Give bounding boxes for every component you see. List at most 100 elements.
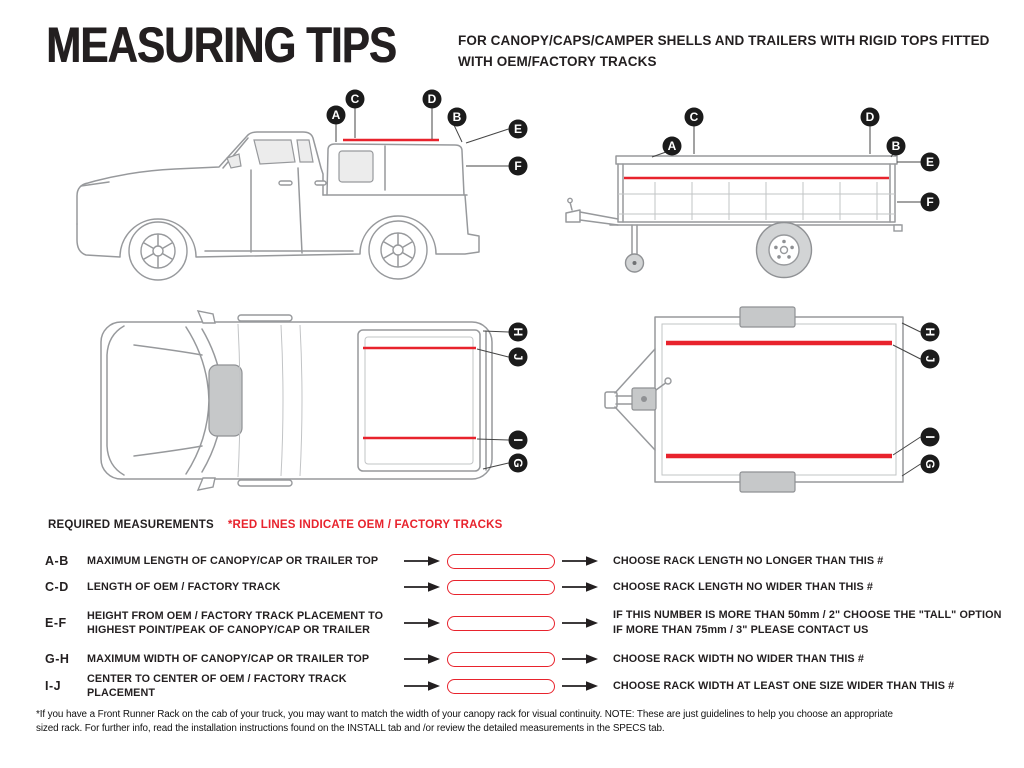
marker-f: F [897, 192, 940, 212]
svg-text:H: H [511, 328, 525, 337]
measurement-row-ij: I-J CENTER TO CENTER OF OEM / FACTORY TR… [45, 672, 1010, 700]
measurements-heading-row: REQUIRED MEASUREMENTS *RED LINES INDICAT… [48, 519, 503, 531]
measurement-description: CENTER TO CENTER OF OEM / FACTORY TRACK … [87, 673, 347, 700]
footnote: *If you have a Front Runner Rack on the … [36, 709, 893, 734]
measurements-heading: REQUIRED MEASUREMENTS [48, 519, 214, 531]
marker-h: H [482, 322, 528, 342]
trailer-side-view-illustration: C A D B E F [565, 107, 940, 279]
marker-c: C [684, 107, 704, 154]
marker-a: A [326, 105, 346, 142]
marker-d: D [422, 89, 442, 139]
svg-text:F: F [926, 195, 933, 209]
measurement-guidance: IF THIS NUMBER IS MORE THAN 50mm / 2" CH… [613, 609, 1002, 636]
svg-text:F: F [514, 159, 521, 173]
measurement-key: E-F [45, 616, 67, 630]
svg-text:B: B [453, 110, 462, 124]
marker-b: B [447, 107, 467, 143]
measurement-key: G-H [45, 652, 70, 666]
page-subtitle: FOR CANOPY/CAPS/CAMPER SHELLS AND TRAILE… [458, 33, 990, 69]
svg-text:J: J [511, 354, 525, 361]
front-door-handle [278, 180, 293, 186]
svg-text:A: A [668, 139, 677, 153]
arrow-right-icon [562, 618, 598, 628]
arrow-right-icon [562, 681, 598, 691]
svg-text:G: G [511, 458, 525, 467]
measurement-guidance: CHOOSE RACK LENGTH NO WIDER THAN THIS # [613, 580, 874, 593]
marker-i: I [892, 427, 940, 456]
trailer-wheel-bottom [739, 471, 796, 493]
arrow-right-icon [404, 582, 440, 592]
trailer-wheel [755, 221, 813, 279]
arrow-right-icon [562, 582, 598, 592]
measurement-row-ab: A-B MAXIMUM LENGTH OF CANOPY/CAP OR TRAI… [45, 548, 1010, 574]
truck-top-view-illustration: H J I G [100, 310, 528, 491]
marker-f: F [466, 156, 528, 176]
rear-door-window [296, 139, 314, 163]
measurement-row-ef: E-F HEIGHT FROM OEM / FACTORY TRACK PLAC… [45, 600, 1010, 646]
truck-side-body [76, 131, 480, 258]
svg-text:I: I [923, 435, 937, 438]
canopy-window [338, 150, 374, 183]
measurement-entry-field [447, 678, 555, 694]
marker-b: B [886, 136, 906, 158]
measurement-entry-field [447, 615, 555, 631]
page-title: MEASURING TIPS [46, 17, 397, 73]
measurement-description: MAXIMUM WIDTH OF CANOPY/CAP OR TRAILER T… [87, 652, 370, 665]
svg-text:D: D [428, 92, 437, 106]
jockey-wheel [624, 253, 645, 273]
sunroof [208, 364, 243, 437]
rear-wheel [368, 220, 428, 280]
measurement-description: MAXIMUM LENGTH OF CANOPY/CAP OR TRAILER … [87, 554, 379, 567]
arrow-right-icon [562, 654, 598, 664]
trailer-top-view-illustration: H J I G [604, 306, 940, 493]
measurement-description: LENGTH OF OEM / FACTORY TRACK [87, 580, 281, 593]
svg-text:B: B [892, 139, 901, 153]
marker-g: G [482, 453, 528, 473]
truck-side-view-illustration: A C D B E F [76, 89, 528, 281]
side-mirror [226, 153, 242, 169]
svg-text:J: J [923, 356, 937, 363]
marker-i: I [476, 430, 528, 450]
trailer-side-body [565, 155, 902, 257]
marker-e: E [897, 152, 940, 172]
svg-text:G: G [923, 459, 937, 468]
marker-a: A [651, 136, 682, 158]
marker-d: D [860, 107, 880, 154]
measurement-guidance: CHOOSE RACK WIDTH NO WIDER THAN THIS # [613, 652, 864, 665]
measurement-row-gh: G-H MAXIMUM WIDTH OF CANOPY/CAP OR TRAIL… [45, 646, 1010, 672]
measurement-key: I-J [45, 679, 62, 694]
svg-text:D: D [866, 110, 875, 124]
measurement-guidance: CHOOSE RACK LENGTH NO LONGER THAN THIS # [613, 554, 884, 567]
svg-text:C: C [690, 110, 699, 124]
measurement-key: C-D [45, 580, 69, 594]
measurements-table: A-B MAXIMUM LENGTH OF CANOPY/CAP OR TRAI… [45, 548, 1010, 700]
arrow-right-icon [562, 556, 598, 566]
marker-c: C [345, 89, 365, 138]
svg-text:E: E [926, 155, 934, 169]
right-mirror [196, 477, 216, 491]
arrow-right-icon [404, 556, 440, 566]
measurement-guidance: CHOOSE RACK WIDTH AT LEAST ONE SIZE WIDE… [613, 679, 955, 692]
red-lines-legend: *RED LINES INDICATE OEM / FACTORY TRACKS [227, 519, 503, 531]
left-mirror [196, 310, 216, 324]
svg-text:H: H [923, 328, 937, 337]
coupler-handle [567, 197, 573, 204]
trailer-wheel-top [739, 306, 796, 328]
measurement-key: A-B [45, 554, 69, 568]
measurement-entry-field [447, 553, 555, 569]
svg-text:E: E [514, 122, 522, 136]
svg-text:A: A [332, 108, 341, 122]
measurement-entry-field [447, 579, 555, 595]
front-door-window [253, 139, 296, 165]
tail-light [893, 224, 903, 232]
canopy-outline [357, 329, 481, 472]
marker-j: J [476, 347, 528, 367]
measurement-row-cd: C-D LENGTH OF OEM / FACTORY TRACK CHOOSE… [45, 574, 1010, 600]
measurement-entry-field [447, 651, 555, 667]
marker-g: G [901, 454, 940, 477]
marker-e: E [465, 119, 528, 144]
windshield [185, 326, 210, 475]
side-step [237, 479, 293, 487]
arrow-right-icon [404, 618, 440, 628]
